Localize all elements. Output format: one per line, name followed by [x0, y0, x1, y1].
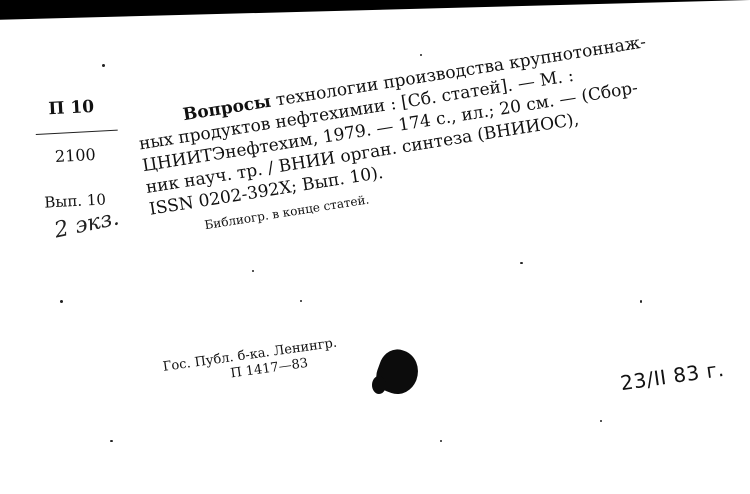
paper-speck: [520, 262, 523, 264]
paper-speck: [640, 300, 642, 303]
call-number-rule: [35, 129, 118, 135]
handwritten-copies-note: 2 экз.: [52, 205, 122, 244]
paper-speck: [420, 54, 422, 56]
ink-blot-drip: [372, 376, 386, 394]
paper-speck: [110, 440, 113, 442]
paper-speck: [440, 440, 442, 442]
call-number: П 10: [47, 96, 95, 120]
paper-speck: [300, 300, 302, 302]
left-column: П 10 2100 Вып. 10: [34, 95, 129, 212]
shelf-number: 2100: [54, 144, 97, 166]
paper-speck: [600, 420, 602, 422]
paper-speck: [60, 300, 63, 303]
paper-speck: [252, 270, 254, 272]
handwritten-date: 23/II 83 г.: [618, 356, 726, 396]
library-stamp: Гос. Публ. б-ка. Ленингр. П 1417—83: [162, 336, 340, 392]
bibliographic-description: Вопросы технологии производства крупното…: [134, 24, 708, 244]
paper-speck: [102, 64, 105, 67]
